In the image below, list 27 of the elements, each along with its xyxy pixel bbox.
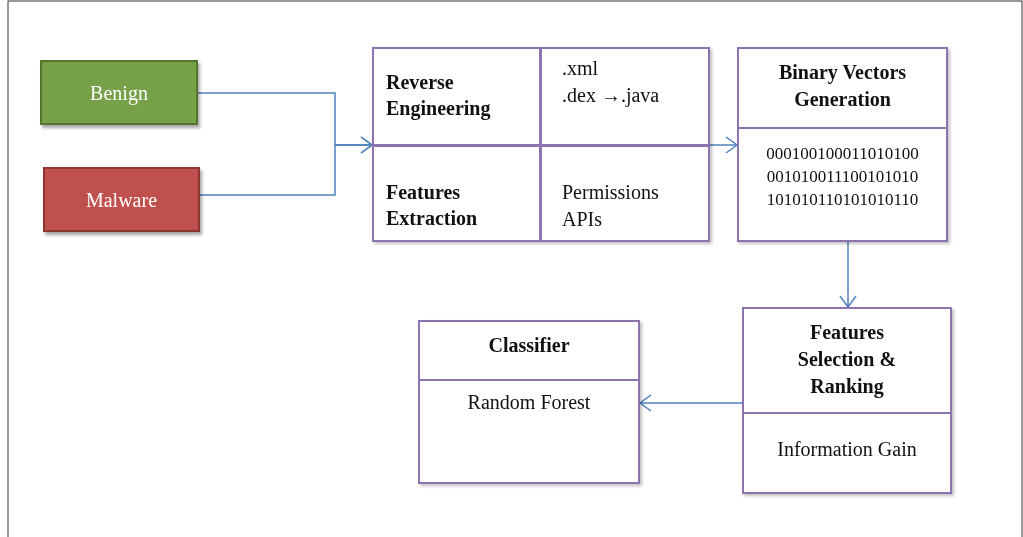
step-detail: .xml xyxy=(562,56,600,81)
binary-vector: 000100100011010100 xyxy=(765,143,920,165)
process-box xyxy=(742,307,952,494)
box-body: Information Gain xyxy=(776,437,918,462)
box-body: Random Forest xyxy=(466,390,592,415)
binary-vector: 101010110101010110 xyxy=(765,189,920,211)
step-heading: Features Extraction xyxy=(386,180,479,231)
process-table xyxy=(372,47,710,242)
class-box xyxy=(40,60,198,125)
step-detail: .dex →.java xyxy=(562,83,661,108)
arrow xyxy=(199,136,373,196)
table-cell xyxy=(374,49,542,147)
arrow xyxy=(639,394,743,412)
class-box xyxy=(43,167,200,232)
arrow xyxy=(839,241,857,308)
arrow xyxy=(709,136,738,154)
binary-vector: 001010011100101010 xyxy=(765,166,920,188)
step-detail: Permissions xyxy=(562,180,660,205)
process-box xyxy=(737,47,948,242)
box-label: Benign xyxy=(89,81,149,106)
process-box xyxy=(418,320,640,484)
box-heading: Classifier xyxy=(487,333,571,358)
box-heading: Features Selection & Ranking xyxy=(796,320,898,400)
step-detail: APIs xyxy=(562,207,603,232)
box-label: Malware xyxy=(84,188,159,213)
step-heading: Reverse Engineering xyxy=(386,70,492,121)
box-heading: Binary Vectors Generation xyxy=(777,60,908,112)
